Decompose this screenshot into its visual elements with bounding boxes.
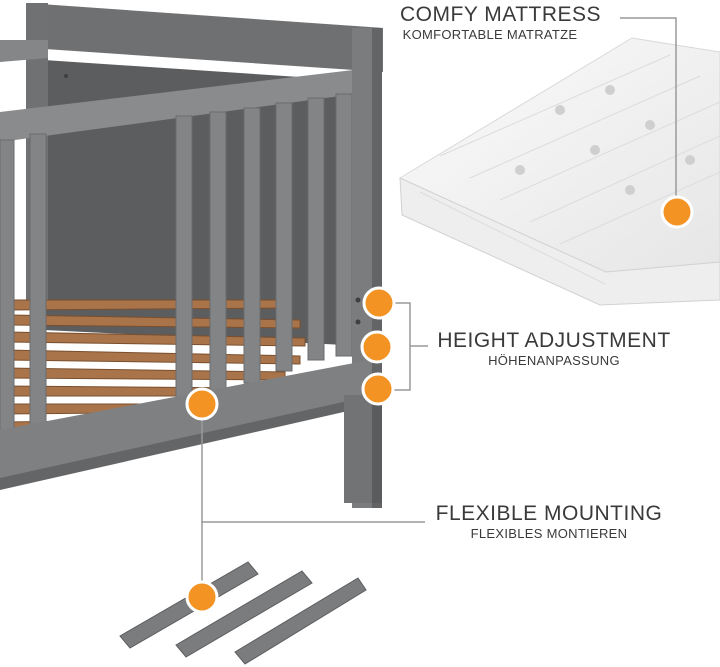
bed-side-rail xyxy=(0,40,48,62)
loose-slats xyxy=(119,561,367,665)
callout-lines xyxy=(201,17,677,590)
orange-dot-icon xyxy=(362,286,396,320)
feature-title: COMFY MATTRESS xyxy=(400,3,602,26)
callout-line-height xyxy=(392,302,411,391)
mattress xyxy=(398,37,720,306)
mattress-side xyxy=(399,177,720,306)
feature-label-mattress: COMFY MATTRESS KOMFORTABLE MATRATZE xyxy=(400,3,602,43)
mattress-top xyxy=(398,37,720,273)
orange-dot-icon xyxy=(360,330,394,364)
feature-title: HEIGHT ADJUSTMENT xyxy=(437,329,671,352)
bed-front-top-rail xyxy=(0,68,370,142)
feature-title: FLEXIBLE MOUNTING xyxy=(435,502,663,525)
bed-crib xyxy=(0,3,383,508)
bed-headboard-panel xyxy=(26,3,383,72)
bed-back-panel xyxy=(44,60,345,345)
orange-dot-icon xyxy=(185,580,219,614)
feature-subtitle: FLEXIBLES MONTIEREN xyxy=(470,526,628,541)
feature-label-mounting: FLEXIBLE MOUNTING FLEXIBLES MONTIEREN xyxy=(432,502,666,542)
bed-bottom-rail xyxy=(0,360,370,482)
orange-dot-icon xyxy=(361,372,395,406)
callout-line-mattress xyxy=(620,17,677,200)
orange-dot-icon xyxy=(185,387,219,421)
orange-dot-icon xyxy=(660,195,694,229)
feature-label-height: HEIGHT ADJUSTMENT HÖHENANPASSUNG xyxy=(434,329,674,369)
feature-subtitle: KOMFORTABLE MATRATZE xyxy=(402,27,578,42)
markers xyxy=(185,195,694,614)
feature-subtitle: HÖHENANPASSUNG xyxy=(488,353,620,368)
